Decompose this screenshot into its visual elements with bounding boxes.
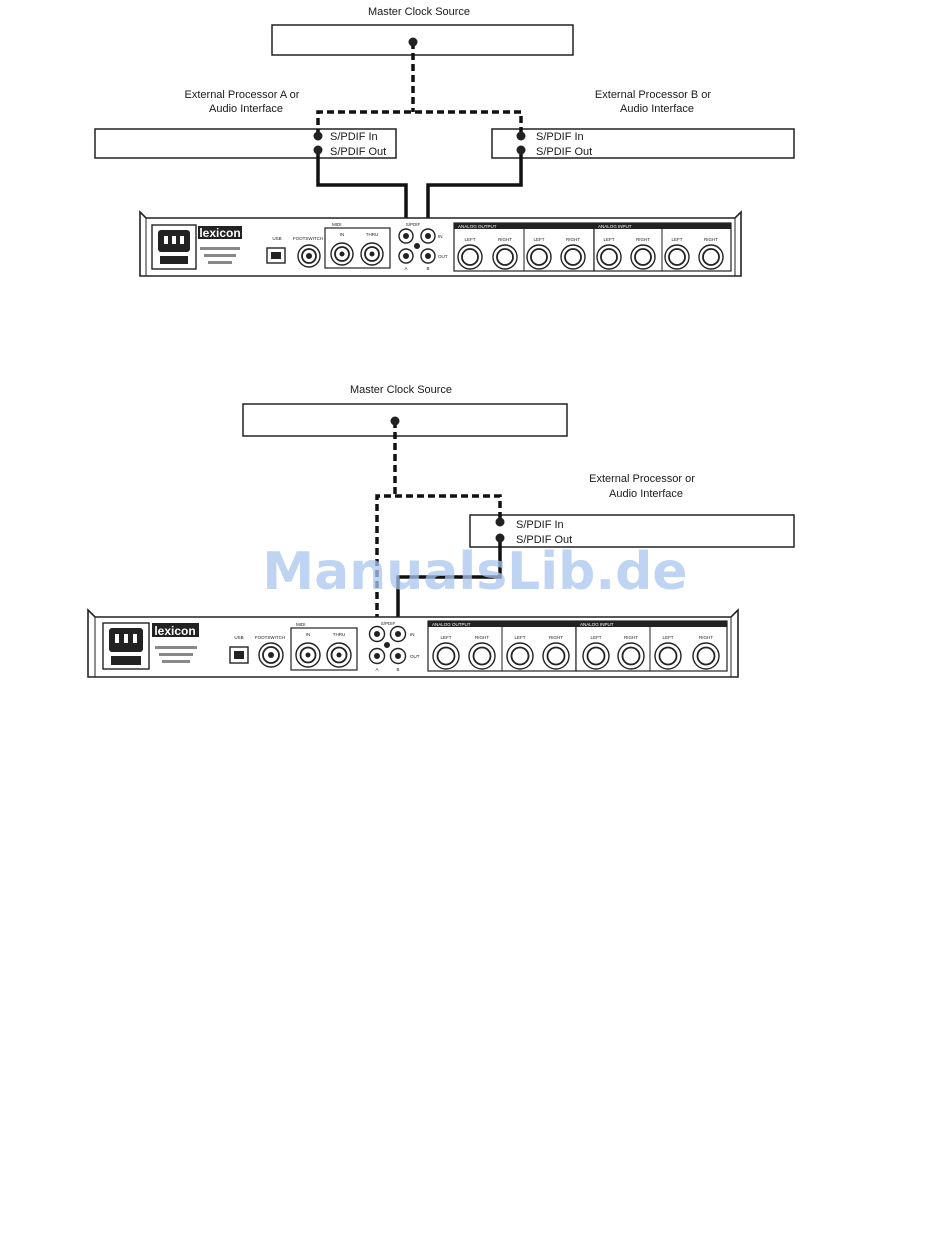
proc-label-2: Audio Interface [609,488,683,500]
master-clock-box-1 [271,24,574,56]
watermark: ManualsLib.de [262,542,687,602]
midi-in-label-1: IN [340,232,345,237]
proc-b-label-1: External Processor B or [595,89,711,101]
analog-input-label-2: ANALOG INPUT [580,622,614,627]
out-left-label-1b: LEFT [533,237,544,242]
spdif-label-2: S/PDIF [381,621,396,626]
clock-out-dot-2 [390,416,400,426]
processor-b-box [491,128,795,159]
proc-b-out-dot [516,145,526,155]
analog-output-label-1: ANALOG OUTPUT [458,224,497,229]
proc-spdif-out-2: S/PDIF Out [516,534,572,546]
in-right-label-2b: RIGHT [699,635,713,640]
spdif-b-label-1: B [426,266,429,271]
out-right-label-2a: RIGHT [475,635,489,640]
diagram-2: Master Clock Source External Processor o… [87,384,795,678]
brand-logo-2 [152,623,199,637]
midi-label-2: MIDI [296,622,306,627]
in-left-label-2a: LEFT [590,635,601,640]
spdif-a-label-2: A [375,667,378,672]
processor-a-box [94,128,397,159]
midi-in-label-2: IN [306,632,311,637]
rear-panel-1: lexicon USB FOOTSWITCH MIDI IN THRU S/PD… [139,210,742,277]
out-left-label-2a: LEFT [440,635,451,640]
diagram-1: Master Clock Source External Processor A… [94,6,795,277]
rear-panel-2: lexicon USB FOOTSWITCH MIDI IN THRU S/PD… [87,608,739,678]
clock-out-dot-1 [408,37,418,47]
processor-box-2 [469,514,795,548]
spdif-out-label-2: OUT [410,654,420,659]
in-right-label-1a: RIGHT [636,237,650,242]
master-clock-title-2: Master Clock Source [350,384,452,396]
analog-input-label-1: ANALOG INPUT [598,224,632,229]
proc-out-dot-2 [495,533,505,543]
in-left-label-1a: LEFT [603,237,614,242]
midi-label-1: MIDI [332,222,342,227]
out-right-label-1a: RIGHT [498,237,512,242]
analog-jacks-2 [432,642,720,670]
midi-thru-label-1: THRU [366,232,379,237]
out-right-label-2b: RIGHT [549,635,563,640]
spdif-in-label-1: IN [438,234,443,239]
cable-proc-to-spdif-2 [396,538,502,632]
in-left-label-1b: LEFT [671,237,682,242]
cable-proc-a-to-spdif [316,150,408,232]
master-clock-box-2 [242,403,568,437]
proc-b-label-2: Audio Interface [620,103,694,115]
proc-spdif-in-2: S/PDIF In [516,519,564,531]
spdif-a-label-1: A [404,266,407,271]
spdif-label-1: S/PDIF [406,222,421,227]
clock-dashed-line-2 [375,421,502,632]
footswitch-label-1: FOOTSWITCH [293,236,323,241]
clock-dashed-line-1 [316,42,523,136]
spdif-out-label-1: OUT [438,254,448,259]
proc-a-in-dot [313,131,323,141]
brand-logo-1 [198,226,242,239]
proc-a-label-1: External Processor A or [185,89,300,101]
out-left-label-1a: LEFT [464,237,475,242]
proc-a-label-2: Audio Interface [209,103,283,115]
proc-b-spdif-in: S/PDIF In [536,131,584,143]
usb-label-2: USB [234,635,243,640]
midi-thru-label-2: THRU [333,632,346,637]
in-right-label-2a: RIGHT [624,635,638,640]
analog-jacks-1 [457,244,724,270]
spdif-b-label-2: B [396,667,399,672]
brand-text-1: lexicon [199,226,240,240]
brand-text-2: lexicon [154,624,195,638]
out-right-label-1b: RIGHT [566,237,580,242]
usb-label-1: USB [272,236,281,241]
spdif-in-label-2: IN [410,632,415,637]
footswitch-label-2: FOOTSWITCH [255,635,285,640]
proc-a-spdif-out: S/PDIF Out [330,146,386,158]
proc-b-in-dot [516,131,526,141]
in-right-label-1b: RIGHT [704,237,718,242]
analog-output-label-2: ANALOG OUTPUT [432,622,471,627]
out-left-label-2b: LEFT [514,635,525,640]
proc-b-spdif-out: S/PDIF Out [536,146,592,158]
in-left-label-2b: LEFT [662,635,673,640]
proc-in-dot-2 [495,517,505,527]
proc-label-1: External Processor or [589,473,695,485]
proc-a-out-dot [313,145,323,155]
master-clock-title-1: Master Clock Source [368,6,470,18]
proc-a-spdif-in: S/PDIF In [330,131,378,143]
cable-proc-b-to-spdif [426,150,523,232]
